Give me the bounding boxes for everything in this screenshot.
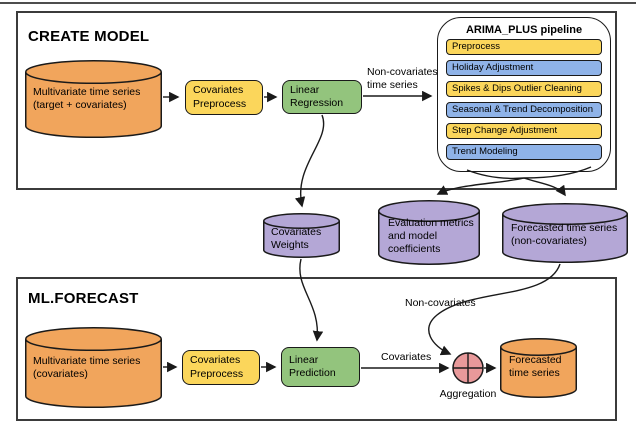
create-model-input-label: Multivariate time series (target + covar…: [33, 86, 141, 112]
database-cylinder-icon: [25, 327, 162, 408]
noncovariates-flow-label: Non-covariates: [405, 297, 476, 309]
pipeline-step-seasonal-trend: Seasonal & Trend Decomposition: [446, 102, 602, 118]
ml-forecast-input-label: Multivariate time series (covariates): [33, 355, 141, 381]
covariates-preprocess-box-forecast: Covariates Preprocess: [182, 350, 260, 385]
pipeline-step-step-change: Step Change Adjustment: [446, 123, 602, 139]
database-cylinder-icon: [378, 200, 480, 265]
evaluation-metrics-label: Evaluation metrics and model coefficient…: [388, 217, 474, 256]
database-cylinder-icon: [263, 213, 340, 258]
database-cylinder-icon: [502, 203, 628, 263]
aggregation-label: Aggregation: [439, 388, 497, 400]
pipeline-step-holiday-adjustment: Holiday Adjustment: [446, 60, 602, 76]
top-border-line: [0, 2, 636, 4]
covariates-weights-label: Covariates Weights: [271, 226, 322, 252]
forecast-noncovariates-cylinder: Forecasted time series (non-covariates): [502, 203, 628, 263]
ml-forecast-title: ML.FORECAST: [28, 290, 139, 307]
pipeline-step-spikes-dips: Spikes & Dips Outlier Cleaning: [446, 81, 602, 97]
forecasted-time-series-label: Forecasted time series: [509, 354, 562, 380]
pipeline-step-preprocess: Preprocess: [446, 39, 602, 55]
pipeline-step-trend-modeling: Trend Modeling: [446, 144, 602, 160]
linear-regression-box: Linear Regression: [282, 80, 362, 114]
covariates-flow-label: Covariates: [381, 351, 432, 363]
forecast-noncovariates-label: Forecasted time series (non-covariates): [511, 222, 618, 248]
arima-plus-pipeline-container: ARIMA_PLUS pipeline Preprocess Holiday A…: [437, 17, 611, 172]
evaluation-metrics-cylinder: Evaluation metrics and model coefficient…: [378, 200, 480, 265]
noncovariates-time-series-label: Non-covariates time series: [367, 66, 438, 92]
covariates-weights-cylinder: Covariates Weights: [263, 213, 340, 258]
covariates-preprocess-box-create: Covariates Preprocess: [185, 80, 263, 115]
ml-forecast-input-cylinder: Multivariate time series (covariates): [25, 327, 162, 408]
arima-plus-pipeline-title: ARIMA_PLUS pipeline: [465, 24, 583, 36]
linear-prediction-box: Linear Prediction: [281, 347, 360, 387]
create-model-title: CREATE MODEL: [28, 28, 150, 45]
database-cylinder-icon: [25, 60, 162, 138]
create-model-input-cylinder: Multivariate time series (target + covar…: [25, 60, 162, 138]
